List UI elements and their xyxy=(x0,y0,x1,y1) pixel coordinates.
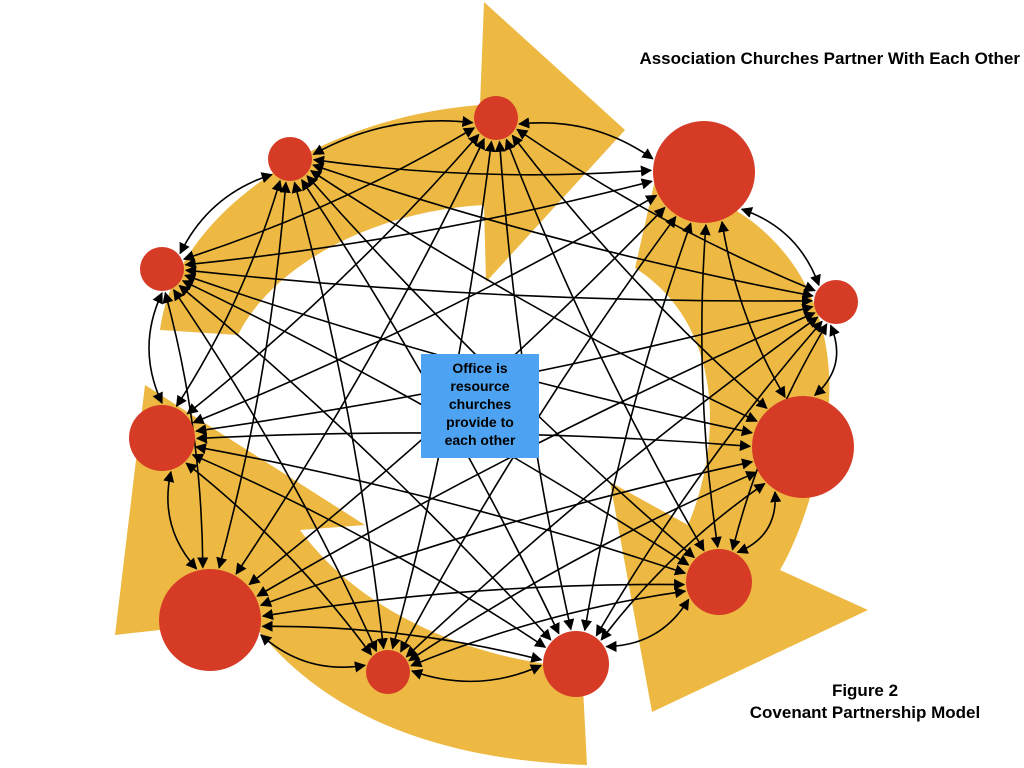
church-top-right xyxy=(653,121,755,223)
office-line: churches xyxy=(448,396,512,412)
church-bottom-left xyxy=(159,569,261,671)
church-right xyxy=(752,396,854,498)
office-resource-box: Office is resource churches provide to e… xyxy=(421,354,539,458)
connection-arrow xyxy=(148,291,163,405)
office-line: Office is xyxy=(452,360,508,376)
connection-arrow xyxy=(410,664,543,683)
figure-name: Covenant Partnership Model xyxy=(749,703,981,722)
church-bottom-left-small xyxy=(366,650,410,694)
church-left-upper xyxy=(140,247,184,291)
connection-arrow xyxy=(179,172,273,255)
church-top-left xyxy=(268,137,312,181)
church-bottom-center xyxy=(543,631,609,697)
office-line: resource xyxy=(450,378,510,394)
church-top xyxy=(474,96,518,140)
church-right-upper xyxy=(814,280,858,324)
connection-arrow xyxy=(291,181,388,650)
office-line: provide to xyxy=(446,414,514,430)
church-nodes xyxy=(129,96,858,697)
office-line: each other xyxy=(444,432,516,448)
diagram-title: Association Churches Partner With Each O… xyxy=(639,49,1020,68)
church-left xyxy=(129,405,195,471)
figure-number: Figure 2 xyxy=(831,681,899,700)
church-bottom-right xyxy=(686,549,752,615)
figure-caption: Figure 2 Covenant Partnership Model xyxy=(700,680,1024,724)
connection-arrow xyxy=(312,115,474,155)
